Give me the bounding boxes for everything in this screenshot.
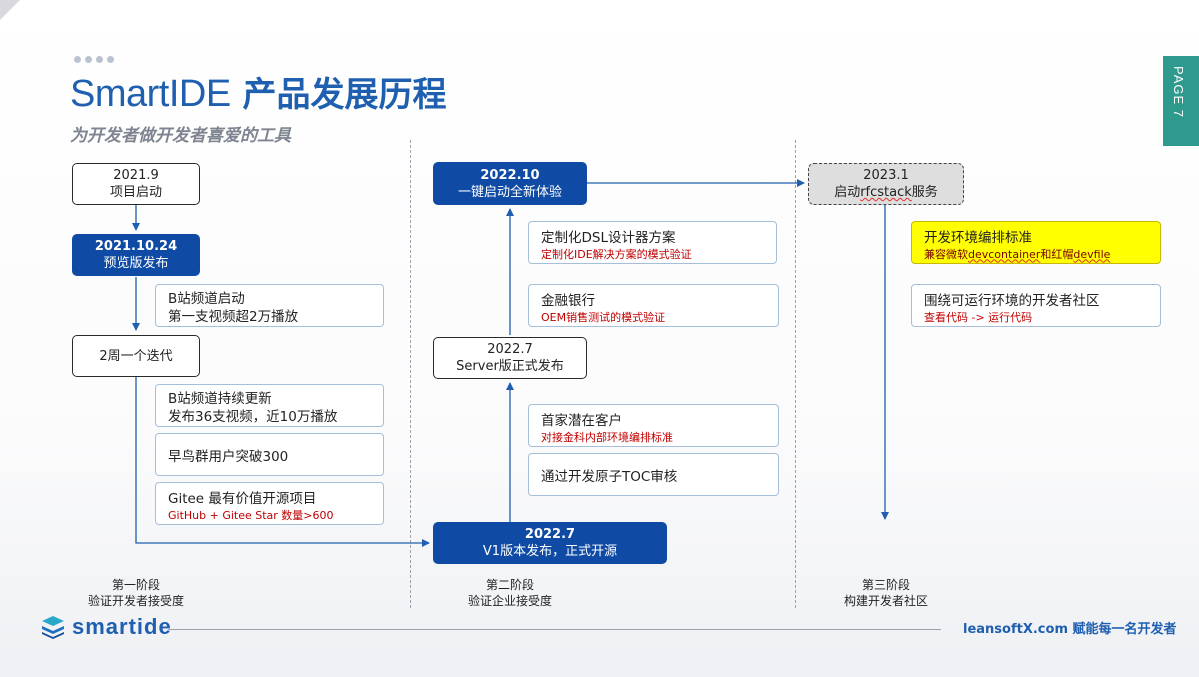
milestone-project-start: 2021.9 项目启动 xyxy=(72,163,200,205)
milestone-label: 启动rfcstack服务 xyxy=(834,185,938,200)
note-finance-banking: 金融银行 OEM销售测试的模式验证 xyxy=(528,284,779,327)
smartide-logo: smartide xyxy=(40,614,172,640)
page-title: SmartIDE 产品发展历程 xyxy=(70,73,447,115)
note-early-bird: 早鸟群用户突破300 xyxy=(155,433,384,476)
milestone-one-click-launch: 2022.10 一键启动全新体验 xyxy=(433,162,587,205)
milestone-iteration: 2周一个迭代 xyxy=(72,335,200,377)
milestone-label: 2周一个迭代 xyxy=(99,348,173,364)
note-bilibili-launch: B站频道启动 第一支视频超2万播放 xyxy=(155,284,384,327)
milestone-label: 项目启动 xyxy=(109,185,162,200)
note-dsl-designer: 定制化DSL设计器方案 定制化IDE解决方案的模式验证 xyxy=(528,221,777,264)
milestone-date: 2021.10.24 xyxy=(94,239,178,254)
stage-divider-2 xyxy=(795,140,796,608)
milestone-date: 2022.10 xyxy=(480,167,540,183)
smartide-logo-icon xyxy=(42,616,64,639)
note-bilibili-updates: B站频道持续更新 发布36支视频，近10万播放 xyxy=(155,384,384,427)
milestone-v1-release: 2022.7 V1版本发布，正式开源 xyxy=(433,522,667,564)
corner-shade xyxy=(0,0,20,20)
milestone-label: 一键启动全新体验 xyxy=(457,184,562,200)
stage-divider-1 xyxy=(410,140,411,608)
milestone-server-release: 2022.7 Server版正式发布 xyxy=(433,337,587,379)
note-developer-community: 围绕可运行环境的开发者社区 查看代码 -> 运行代码 xyxy=(911,284,1161,327)
milestone-preview-release: 2021.10.24 预览版发布 xyxy=(72,234,200,276)
stage-caption-1: 第一阶段 验证开发者接受度 xyxy=(87,578,184,608)
page-number-tab: PAGE 7 xyxy=(1163,56,1199,146)
note-gitee: Gitee 最有价值开源项目 GitHub + Gitee Star 数量>60… xyxy=(155,482,384,525)
milestone-date: 2022.7 xyxy=(524,527,576,542)
footer-slogan: leansoftX.com 赋能每一名开发者 xyxy=(963,622,1177,637)
note-toc-review: 通过开发原子TOC审核 xyxy=(528,453,779,496)
milestone-label: V1版本发布，正式开源 xyxy=(482,544,618,559)
footer-line xyxy=(168,629,941,630)
decorative-dots xyxy=(74,56,114,63)
milestone-label: 预览版发布 xyxy=(103,256,169,271)
stage-caption-2: 第二阶段 验证企业接受度 xyxy=(467,578,552,608)
milestone-date: 2023.1 xyxy=(863,168,909,183)
milestone-rfcstack-service: 2023.1 启动rfcstack服务 xyxy=(808,163,964,205)
stage-caption-3: 第三阶段 构建开发者社区 xyxy=(843,578,928,608)
logo-text: smartide xyxy=(72,614,172,639)
milestone-date: 2021.9 xyxy=(113,168,159,183)
note-env-orchestration-standard: 开发环境编排标准 兼容微软devcontainer和红帽devfile xyxy=(911,221,1161,264)
page-subtitle: 为开发者做开发者喜爱的工具 xyxy=(70,126,291,146)
milestone-label: Server版正式发布 xyxy=(456,359,564,374)
note-first-customer: 首家潜在客户 对接金科内部环境编排标准 xyxy=(528,404,779,447)
milestone-date: 2022.7 xyxy=(487,342,533,357)
